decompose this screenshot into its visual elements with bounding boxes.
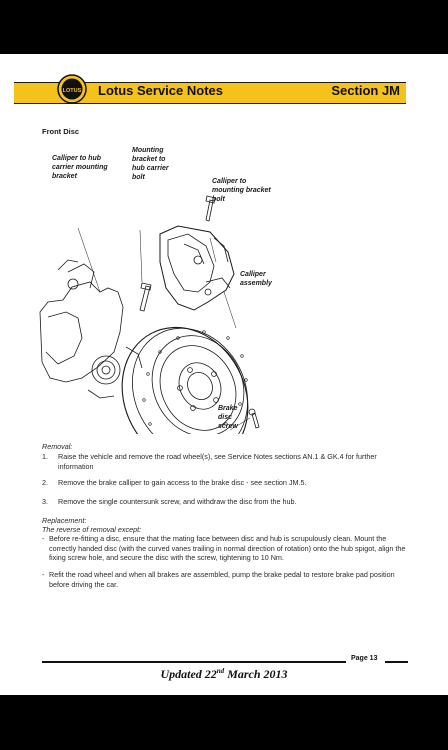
- callout-calliper-hub-bracket: Calliper to hub carrier mounting bracket: [52, 155, 108, 180]
- logo-text: LOTUS: [63, 88, 82, 94]
- removal-step: 1. Raise the vehicle and remove the road…: [42, 452, 412, 471]
- header-title: Lotus Service Notes: [98, 83, 223, 98]
- replacement-heading: Replacement:: [42, 516, 87, 525]
- step-number: 2.: [42, 478, 48, 487]
- document-page: LOTUS Lotus Service Notes Section JM Fro…: [0, 54, 448, 695]
- step-number: 3.: [42, 497, 48, 506]
- callout-brake-disc-screw: Brake disc screw: [218, 405, 238, 430]
- section-subheading: Front Disc: [42, 127, 80, 136]
- replacement-bullet: - Before re-fitting a disc, ensure that …: [42, 534, 412, 563]
- removal-heading: Removal:: [42, 442, 73, 451]
- brake-disc-diagram: [39, 195, 260, 434]
- callout-calliper-assembly: Calliper assembly: [240, 271, 272, 287]
- footer-rule: [42, 661, 346, 663]
- callout-mounting-bracket-bolt: Mounting bracket to hub carrier bolt: [132, 147, 169, 181]
- page-number: Page 13: [351, 655, 378, 662]
- lotus-logo-icon: LOTUS: [57, 74, 87, 104]
- replacement-intro: The reverse of removal except:: [42, 525, 142, 534]
- step-text: Remove the brake calliper to gain access…: [58, 478, 307, 487]
- header-bar: [14, 82, 406, 104]
- callout-calliper-bracket-bolt: Calliper to mounting bracket bolt: [212, 178, 271, 203]
- footer-rule: [385, 661, 408, 663]
- removal-step: 2. Remove the brake calliper to gain acc…: [42, 478, 412, 488]
- bullet-text: Refit the road wheel and when all brakes…: [49, 570, 395, 589]
- updated-date: Updated 22nd March 2013: [160, 667, 288, 681]
- bullet-text: Before re-fitting a disc, ensure that th…: [49, 534, 406, 562]
- step-number: 1.: [42, 452, 48, 461]
- step-text: Raise the vehicle and remove the road wh…: [58, 452, 377, 471]
- header-section: Section JM: [331, 83, 400, 98]
- removal-step: 3. Remove the single countersunk screw, …: [42, 497, 412, 507]
- step-text: Remove the single countersunk screw, and…: [58, 497, 297, 506]
- replacement-bullet: - Refit the road wheel and when all brak…: [42, 570, 412, 589]
